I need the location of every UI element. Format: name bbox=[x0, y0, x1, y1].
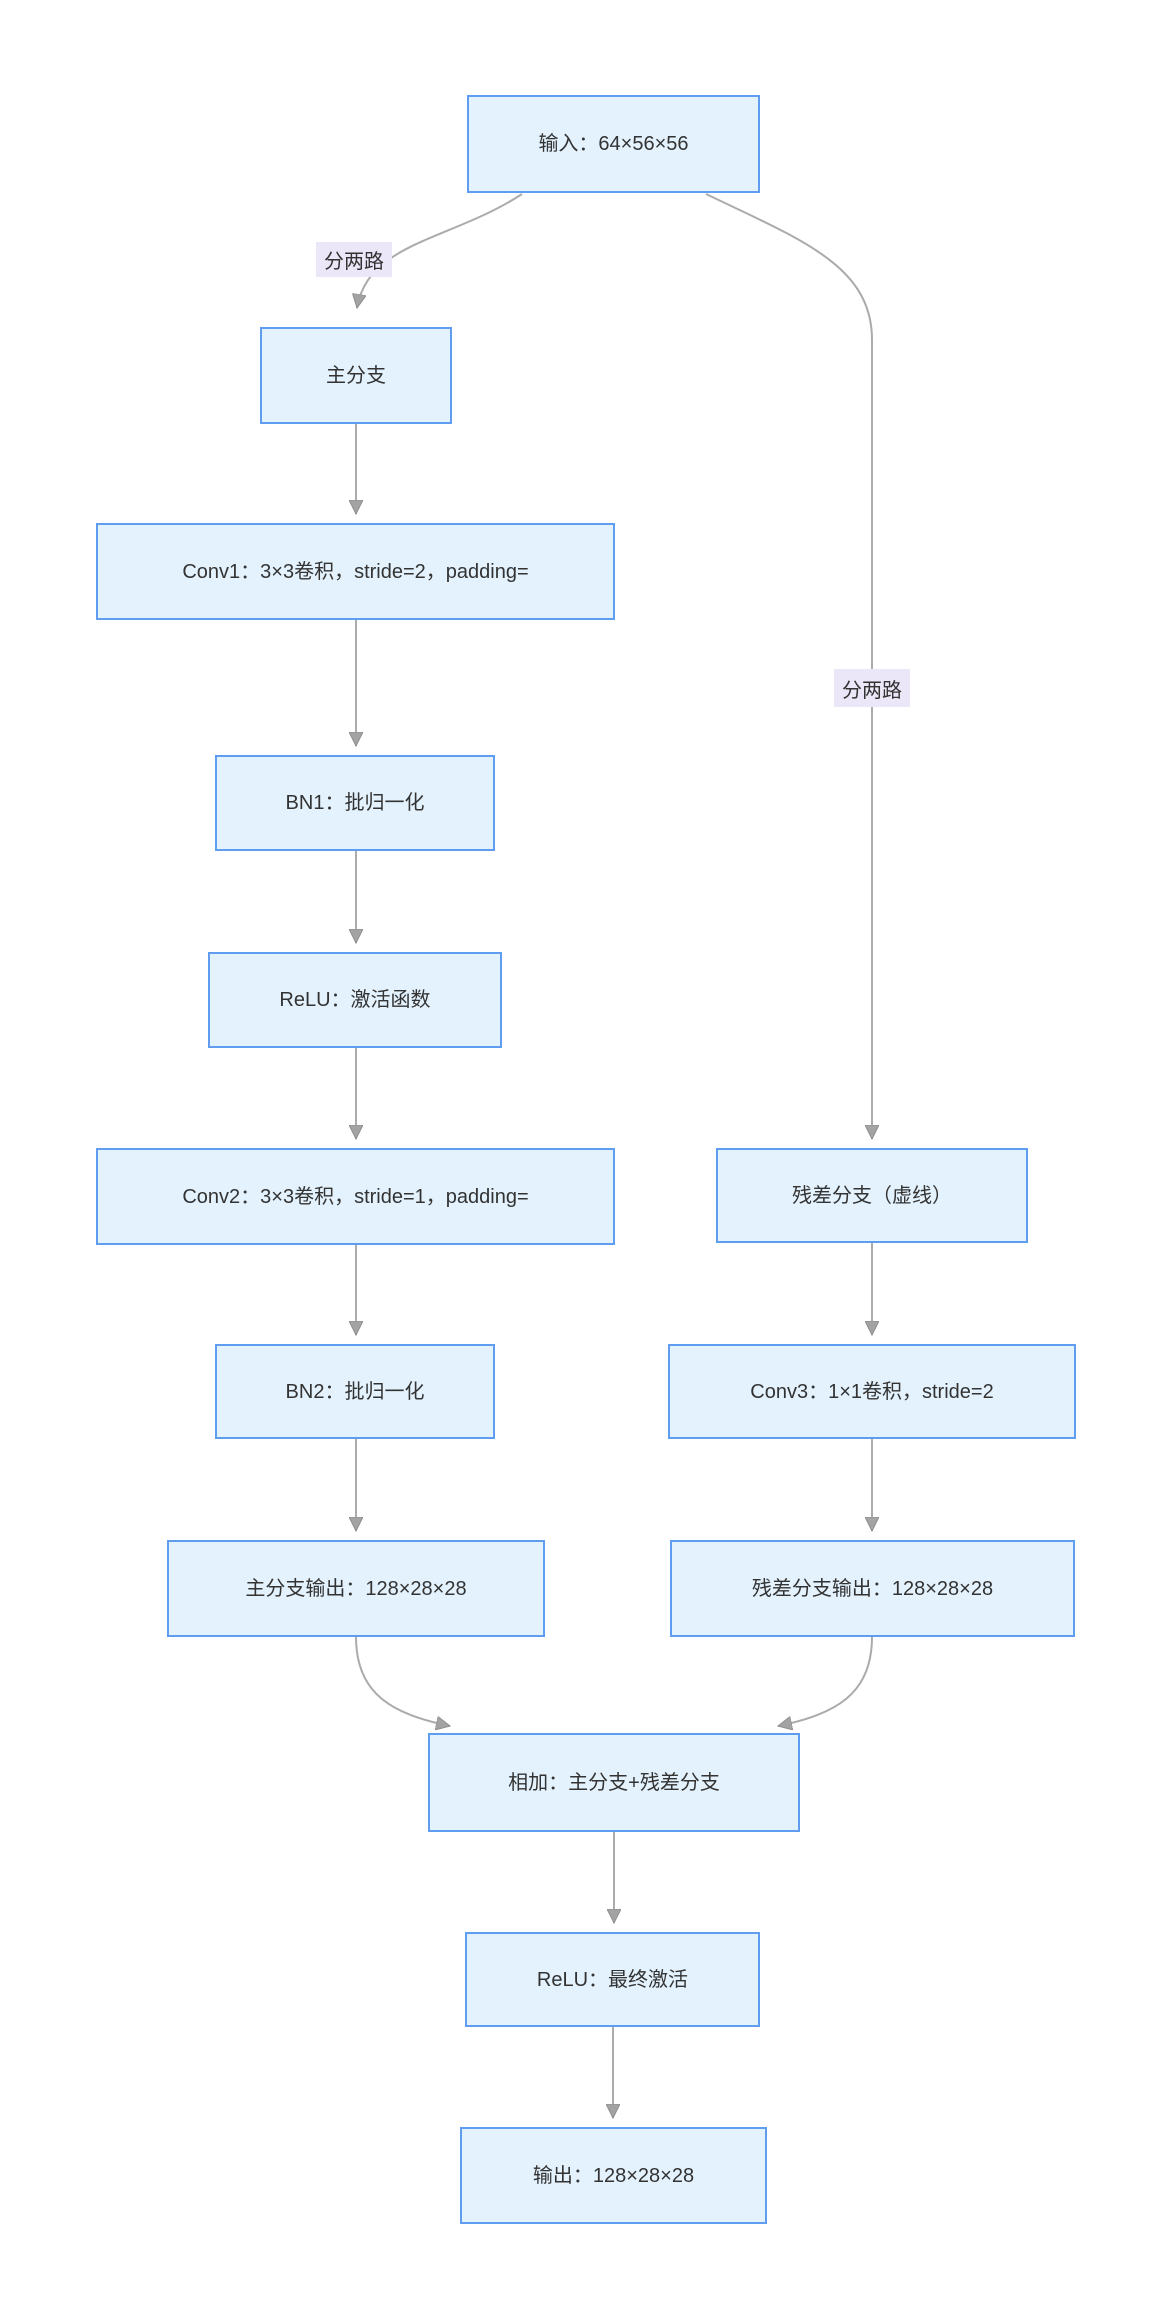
edge-input-to-res-branch bbox=[705, 193, 872, 1139]
node-res-out: 残差分支输出：128×28×28 bbox=[670, 1540, 1075, 1637]
node-conv3-label: Conv3：1×1卷积，stride=2 bbox=[750, 1380, 994, 1403]
node-relu2: ReLU：最终激活 bbox=[465, 1932, 760, 2027]
node-conv2-label: Conv2：3×3卷积，stride=1，padding= bbox=[182, 1185, 529, 1208]
node-add: 相加：主分支+残差分支 bbox=[428, 1733, 800, 1832]
node-add-label: 相加：主分支+残差分支 bbox=[508, 1771, 720, 1794]
node-bn1-label: BN1：批归一化 bbox=[285, 792, 425, 814]
node-bn1: BN1：批归一化 bbox=[215, 755, 495, 851]
node-relu2-label: ReLU：最终激活 bbox=[536, 1968, 689, 1991]
node-relu1: ReLU：激活函数 bbox=[208, 952, 502, 1048]
node-res-branch: 残差分支（虚线） bbox=[716, 1148, 1028, 1243]
node-conv3: Conv3：1×1卷积，stride=2 bbox=[668, 1344, 1076, 1439]
node-main-out: 主分支输出：128×28×28 bbox=[167, 1540, 545, 1637]
edge-label-split-right: 分两路 bbox=[834, 669, 910, 707]
node-input-label: 输入：64×56×56 bbox=[538, 133, 689, 155]
edge-label-split-left-text: 分两路 bbox=[324, 251, 384, 273]
node-output: 输出：128×28×28 bbox=[460, 2127, 767, 2224]
node-conv2: Conv2：3×3卷积，stride=1，padding= bbox=[96, 1148, 615, 1245]
node-input: 输入：64×56×56 bbox=[467, 95, 760, 193]
node-conv1: Conv1：3×3卷积，stride=2，padding= bbox=[96, 523, 615, 620]
node-main-branch-label: 主分支 bbox=[326, 364, 386, 387]
node-main-branch: 主分支 bbox=[260, 327, 452, 424]
node-res-out-label: 残差分支输出：128×28×28 bbox=[751, 1577, 994, 1600]
edge-main-out-to-add bbox=[355, 1636, 450, 1726]
edge-label-split-right-text: 分两路 bbox=[842, 679, 902, 702]
edge-label-split-left: 分两路 bbox=[316, 242, 392, 277]
node-res-branch-label: 残差分支（虚线） bbox=[792, 1184, 952, 1207]
node-main-out-label: 主分支输出：128×28×28 bbox=[245, 1577, 467, 1600]
node-bn2-label: BN2：批归一化 bbox=[285, 1380, 425, 1403]
node-bn2: BN2：批归一化 bbox=[215, 1344, 495, 1439]
edge-res-out-to-add bbox=[778, 1636, 873, 1726]
edge-input-to-main-branch bbox=[357, 193, 523, 308]
node-relu1-label: ReLU：激活函数 bbox=[279, 989, 431, 1011]
node-output-label: 输出：128×28×28 bbox=[532, 2164, 695, 2187]
node-conv1-label: Conv1：3×3卷积，stride=2，padding= bbox=[182, 560, 529, 583]
